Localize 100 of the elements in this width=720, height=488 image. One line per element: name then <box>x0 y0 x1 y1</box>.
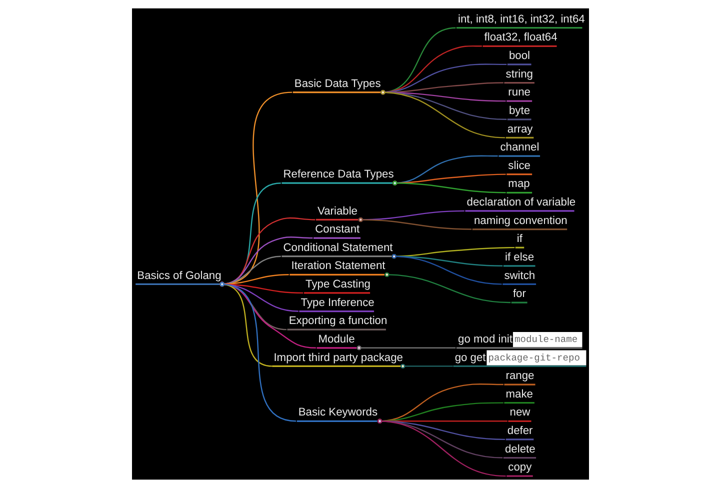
node-label: float32, float64 <box>484 32 557 44</box>
connector <box>384 272 510 304</box>
connector <box>358 217 472 230</box>
node-box <box>506 174 532 176</box>
node-label: int, int8, int16, int32, int64 <box>458 13 584 26</box>
node-label: Type Inference <box>300 296 374 309</box>
node-box <box>135 283 220 285</box>
node-box <box>505 136 534 138</box>
node-box <box>508 420 531 422</box>
node-box <box>505 438 534 440</box>
node-box <box>456 27 582 29</box>
connector <box>219 182 280 286</box>
node-label: Exporting a function <box>288 315 387 328</box>
node-box <box>303 292 370 294</box>
node-label: if <box>516 233 522 246</box>
node-box <box>313 237 360 239</box>
node-label: range <box>505 370 534 382</box>
node-label: declaration of variable <box>466 196 576 209</box>
node-label: Variable <box>317 205 358 218</box>
connector <box>219 92 292 286</box>
connector <box>380 90 505 138</box>
connector <box>219 282 272 367</box>
node-box <box>502 283 536 285</box>
connector <box>376 402 503 424</box>
node-box <box>504 384 535 386</box>
node-box <box>502 265 535 267</box>
node-box <box>464 210 574 212</box>
node-label: array <box>506 123 532 136</box>
connector <box>376 418 502 458</box>
node-box <box>272 365 401 367</box>
connector <box>376 418 507 424</box>
node-label: Type Casting <box>305 278 370 291</box>
node-label: slice <box>508 160 530 172</box>
connector <box>380 27 456 95</box>
connector <box>391 246 514 259</box>
node-label: copy <box>508 462 532 474</box>
connector <box>391 254 502 285</box>
connector <box>376 418 505 440</box>
connector <box>219 256 280 286</box>
node-box <box>286 328 386 330</box>
node-label: make <box>505 388 533 400</box>
node-label: string <box>505 68 533 80</box>
connector <box>392 180 506 194</box>
node-label: Basic Keywords <box>298 406 378 419</box>
connector <box>356 346 456 350</box>
node-label: for <box>512 288 526 300</box>
node-label: naming convention <box>473 214 567 227</box>
node-box <box>298 310 374 312</box>
node-box <box>506 64 531 66</box>
node-box <box>482 45 556 47</box>
node-box <box>289 274 384 276</box>
connector <box>358 210 464 222</box>
node-box <box>510 302 527 304</box>
node-box <box>514 246 524 248</box>
connector <box>380 45 482 95</box>
connector <box>380 90 506 102</box>
node-label: new <box>509 406 530 419</box>
node-label: Import third party package <box>273 352 402 364</box>
connector <box>380 90 506 120</box>
connector <box>219 282 303 294</box>
node-label: Basics of Golang <box>136 270 221 282</box>
node-label: defer <box>506 425 532 438</box>
node-label: Basic Data Types <box>294 78 380 90</box>
node-label: byte <box>508 104 530 117</box>
connector <box>392 155 498 186</box>
node-box <box>506 192 532 194</box>
node-box <box>472 228 567 230</box>
node-label: if else <box>504 251 534 264</box>
node-label: switch <box>504 270 535 282</box>
node-label: rune <box>508 86 530 99</box>
node-label: Module <box>318 333 354 346</box>
node-box <box>504 402 534 404</box>
connector <box>219 274 288 287</box>
connector <box>219 236 312 286</box>
node-box <box>281 182 392 184</box>
node-box <box>296 420 377 422</box>
node-box <box>292 92 380 94</box>
node-label: channel <box>500 142 539 154</box>
node-box <box>498 155 540 157</box>
node-label: Reference Data Types <box>282 168 394 181</box>
connector <box>376 418 506 477</box>
connector <box>376 383 503 424</box>
node-box <box>506 118 531 120</box>
connector <box>219 217 315 286</box>
connector <box>380 82 503 95</box>
node-box <box>506 475 532 477</box>
node-label: map <box>508 178 530 190</box>
connector <box>392 174 506 186</box>
node-label: Constant <box>314 224 360 236</box>
connector <box>400 364 452 369</box>
node-label: delete <box>504 443 535 456</box>
node-box <box>504 82 534 84</box>
node-box <box>281 256 392 258</box>
node-box <box>506 100 532 102</box>
connector <box>219 282 298 312</box>
node-label: Iteration Statement <box>290 260 385 272</box>
connector <box>380 64 506 95</box>
node-box <box>315 218 358 221</box>
node-box <box>502 456 536 459</box>
node-label: bool <box>508 50 530 62</box>
